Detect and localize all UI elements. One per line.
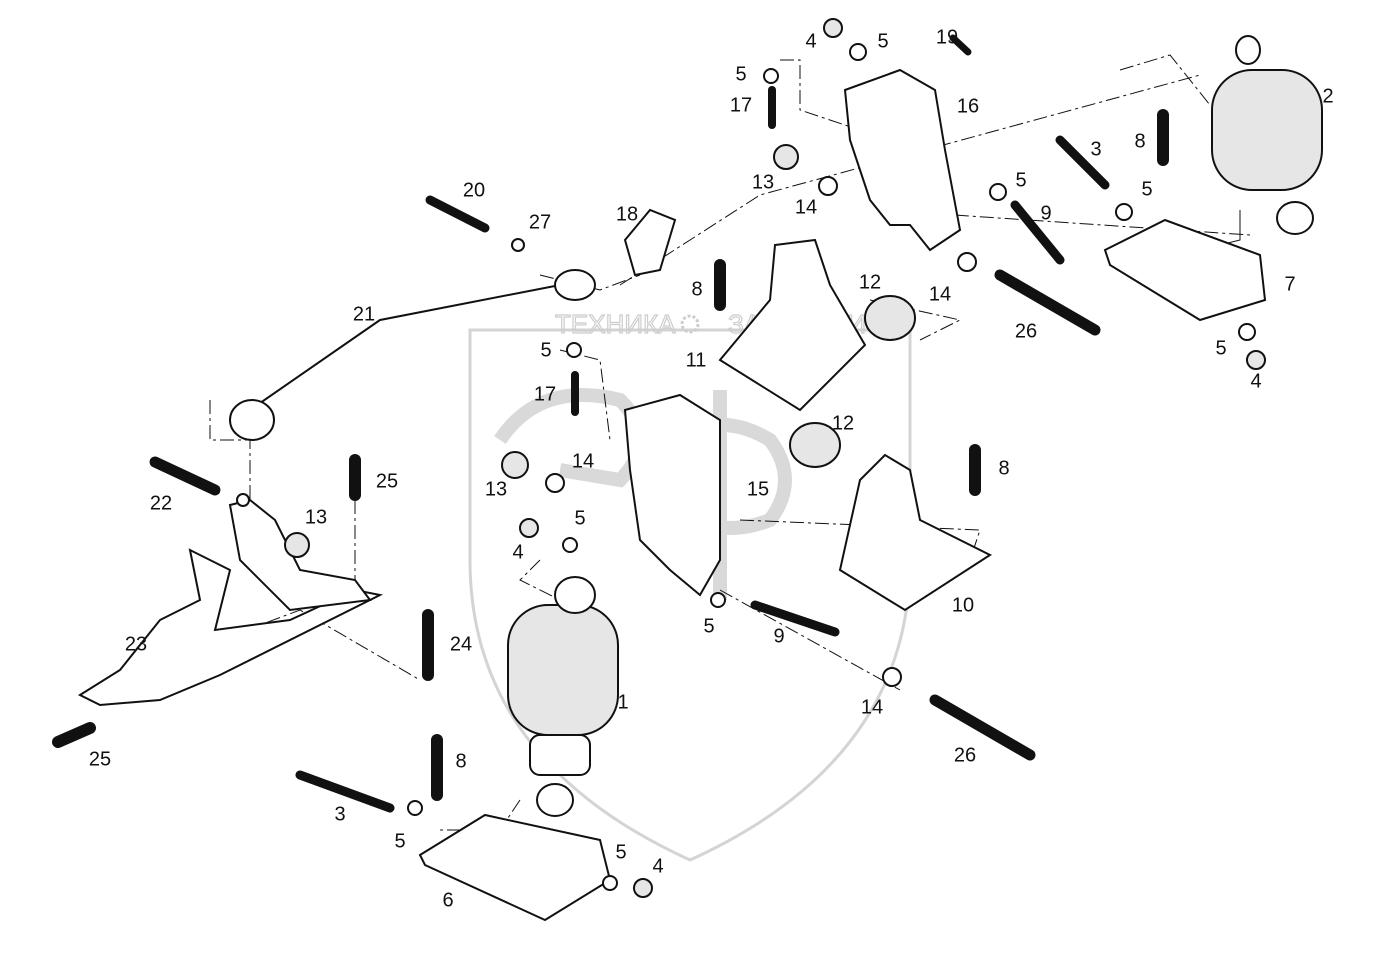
callout-4: 4 — [805, 30, 816, 52]
callout-12: 12 — [859, 271, 881, 293]
bracket-support — [228, 498, 372, 612]
callout-14: 14 — [572, 450, 594, 472]
callout-8: 8 — [998, 457, 1009, 479]
callout-4: 4 — [512, 541, 523, 563]
bracket-23 — [77, 548, 384, 707]
callout-3: 3 — [1090, 138, 1101, 160]
callout-5: 5 — [1141, 178, 1152, 200]
callout-5: 5 — [1015, 169, 1026, 191]
callout-14: 14 — [929, 283, 951, 305]
callout-5: 5 — [394, 830, 405, 852]
gear-icon — [680, 314, 700, 334]
callout-26: 26 — [1015, 320, 1037, 342]
callout-21: 21 — [353, 303, 375, 325]
block-18 — [623, 208, 677, 277]
callout-20: 20 — [463, 179, 485, 201]
air-spring-1 — [507, 576, 619, 817]
callout-25: 25 — [89, 748, 111, 770]
callout-19: 19 — [936, 26, 958, 48]
callout-13: 13 — [485, 478, 507, 500]
callout-12: 12 — [832, 412, 854, 434]
callout-14: 14 — [861, 696, 883, 718]
callout-9: 9 — [773, 625, 784, 647]
callout-5: 5 — [615, 841, 626, 863]
watermark-text-left: ТЕХНИКА — [555, 309, 676, 339]
callout-17: 17 — [730, 94, 752, 116]
rod-21 — [249, 284, 561, 411]
callout-9: 9 — [1040, 202, 1051, 224]
callout-5: 5 — [877, 30, 888, 52]
callout-5: 5 — [735, 63, 746, 85]
callout-7: 7 — [1284, 273, 1295, 295]
callout-8: 8 — [691, 278, 702, 300]
callout-6: 6 — [442, 889, 453, 911]
callout-3: 3 — [334, 803, 345, 825]
callout-24: 24 — [450, 633, 472, 655]
air-spring-2 — [1211, 35, 1323, 235]
callout-25: 25 — [376, 470, 398, 492]
callout-17: 17 — [534, 383, 556, 405]
callout-27: 27 — [529, 211, 551, 233]
parts — [52, 18, 1323, 922]
callout-5: 5 — [1215, 337, 1226, 359]
callout-14: 14 — [795, 196, 817, 218]
callout-5: 5 — [574, 507, 585, 529]
callout-16: 16 — [957, 95, 979, 117]
callout-5: 5 — [703, 615, 714, 637]
bracket-16 — [843, 68, 962, 252]
callout-5: 5 — [540, 339, 551, 361]
callout-23: 23 — [125, 633, 147, 655]
callout-8: 8 — [455, 750, 466, 772]
callout-11: 11 — [686, 349, 707, 371]
nuts — [284, 18, 1266, 898]
bracket-7 — [1103, 218, 1267, 322]
callout-2: 2 — [1322, 85, 1333, 107]
callout-8: 8 — [1134, 130, 1145, 152]
bracket-11 — [718, 238, 867, 412]
callout-4: 4 — [1250, 370, 1261, 392]
washers — [236, 43, 1256, 891]
bracket-15 — [623, 393, 721, 597]
callout-1: 1 — [617, 691, 628, 713]
callout-13: 13 — [305, 506, 327, 528]
callout-18: 18 — [616, 203, 638, 225]
bracket-10 — [838, 453, 993, 612]
callout-4: 4 — [652, 855, 663, 877]
callout-10: 10 — [952, 594, 974, 616]
callout-13: 13 — [752, 171, 774, 193]
callout-22: 22 — [150, 492, 172, 514]
callout-15: 15 — [747, 478, 769, 500]
callout-26: 26 — [954, 744, 976, 766]
bolts — [52, 34, 1169, 813]
